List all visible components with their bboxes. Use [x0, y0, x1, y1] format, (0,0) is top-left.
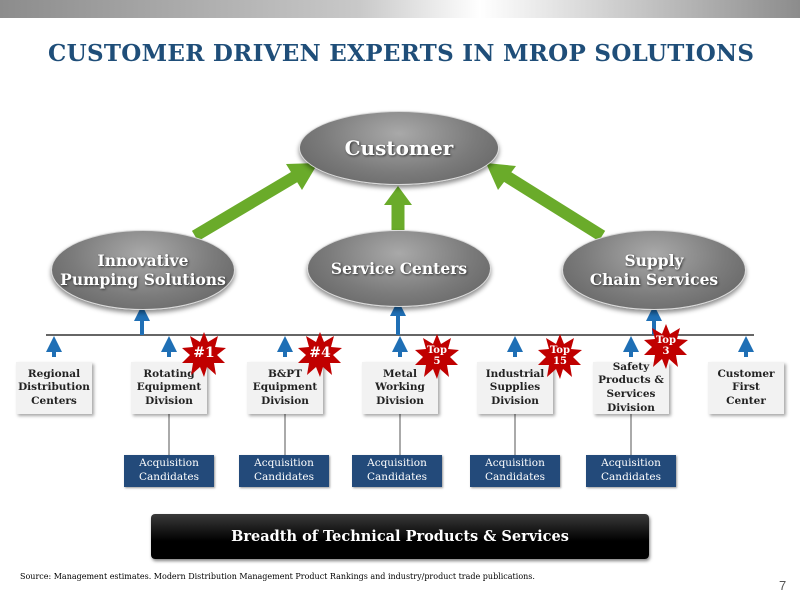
- starburst-icon: [182, 332, 226, 377]
- page-title: CUSTOMER DRIVEN EXPERTS IN MROP SOLUTION…: [48, 40, 755, 67]
- division-customer-first: Customer First Center: [708, 362, 784, 414]
- starburst-icon: [298, 332, 342, 377]
- division-industrial-supplies: Industrial Supplies Division: [477, 362, 553, 414]
- acquisition-candidates-3: Acquisition Candidates: [352, 455, 442, 487]
- acquisition-candidates-4: Acquisition Candidates: [470, 455, 560, 487]
- badge-top-3: Top 3: [643, 323, 689, 369]
- green-arrow-right: [486, 163, 606, 242]
- starburst-icon: [644, 324, 688, 369]
- badge-top-15: Top 15: [537, 333, 583, 379]
- green-arrow-center: [384, 186, 412, 230]
- oval-supply-chain: Supply Chain Services: [562, 230, 746, 310]
- green-arrow-left: [191, 163, 318, 242]
- acquisition-candidates-1: Acquisition Candidates: [124, 455, 214, 487]
- division-safety-products: Safety Products & Services Division: [593, 361, 669, 414]
- bottom-banner: Breadth of Technical Products & Services: [151, 514, 649, 559]
- oval-service-centers: Service Centers: [307, 230, 491, 307]
- oval-customer: Customer: [299, 111, 499, 185]
- acquisition-candidates-5: Acquisition Candidates: [586, 455, 676, 487]
- badge-rank-1: #1: [181, 331, 227, 377]
- starburst-icon: [415, 334, 459, 379]
- badge-rank-4: #4: [297, 331, 343, 377]
- acquisition-candidates-2: Acquisition Candidates: [239, 455, 329, 487]
- division-regional-distribution: Regional Distribution Centers: [16, 362, 92, 414]
- top-gradient-bar: [0, 0, 800, 18]
- starburst-icon: [538, 334, 582, 379]
- badge-top-5: Top 5: [414, 333, 460, 379]
- page-number: 7: [779, 578, 787, 593]
- source-note: Source: Management estimates. Modern Dis…: [20, 572, 535, 581]
- oval-innovative-pumping: Innovative Pumping Solutions: [51, 230, 235, 310]
